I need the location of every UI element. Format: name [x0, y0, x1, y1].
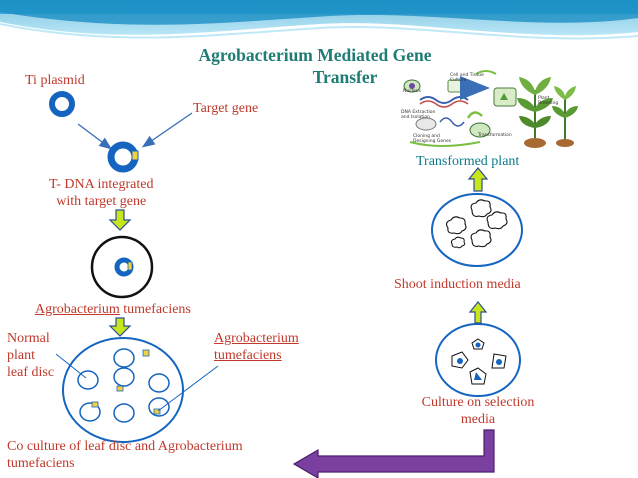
- t-dna-label: T- DNA integrated with target gene: [49, 176, 153, 210]
- ti-plasmid-icon: [49, 91, 75, 117]
- agrobacterium-tumefaciens-label: Agrobacterium tumefaciens: [35, 301, 191, 318]
- transformed-plant-label: Transformed plant: [416, 154, 520, 169]
- pointer-line-agro: [157, 365, 219, 412]
- agrobacterium-cell-icon: [90, 235, 154, 299]
- agrobacterium-plate-label: Agrobacterium tumefaciens: [214, 330, 299, 364]
- agrobacterium-plate-line-2: tumefaciens: [214, 348, 282, 363]
- plant-transformation-inset-icon: [400, 70, 578, 150]
- culture-selection-line-1: Culture on selection: [421, 395, 535, 410]
- co-culture-line-1: Co culture of leaf disc and Agrobacteriu…: [7, 439, 243, 454]
- leaf-disc-plate-icon: [62, 337, 184, 443]
- yellow-arrow-icon: [108, 209, 132, 231]
- culture-selection-line-2: media: [460, 412, 496, 427]
- t-dna-label-line-2: with target gene: [56, 194, 147, 209]
- inset-label-plant-breeding: Plant Breeding: [538, 96, 559, 106]
- inset-label-dna-extraction: DNA Extraction and Isolation: [401, 110, 436, 120]
- shoot-induction-label: Shoot induction media: [394, 277, 521, 292]
- co-culture-line-2: tumefaciens: [7, 456, 75, 471]
- normal-leaf-disc-line-3: leaf disc: [7, 365, 55, 380]
- pointer-line-normal-leaf: [55, 353, 87, 379]
- yellow-arrow-icon: [468, 301, 488, 324]
- header-wave: [0, 0, 638, 40]
- normal-leaf-disc-line-1: Normal: [7, 331, 50, 346]
- diagram-title: Agrobacterium Mediated Gene Transfer: [150, 44, 480, 88]
- inset-label-cloning: Cloning and Designing Genes: [413, 134, 452, 144]
- shoot-induction-plate-icon: [431, 193, 523, 267]
- title-line-1: Agrobacterium Mediated Gene: [198, 45, 432, 65]
- selection-plate-icon: [435, 323, 521, 397]
- purple-arrow-icon: [292, 429, 495, 478]
- ti-plasmid-label: Ti plasmid: [25, 73, 85, 88]
- t-dna-label-line-1: T- DNA integrated: [49, 177, 154, 192]
- normal-leaf-disc-line-2: plant: [7, 348, 35, 363]
- recombinant-plasmid-icon: [107, 141, 139, 173]
- yellow-arrow-icon: [467, 167, 489, 192]
- title-line-2: Transfer: [312, 67, 378, 87]
- target-gene-label: Target gene: [193, 101, 259, 116]
- tumefaciens-word: tumefaciens: [123, 302, 191, 317]
- inset-label-transformation: Transformation: [478, 133, 512, 138]
- normal-leaf-disc-label: Normal plant leaf disc: [7, 330, 54, 381]
- inset-label-cell-tissue: Cell and Tissue Culture: [450, 73, 484, 83]
- agrobacterium-plate-line-1: Agrobacterium: [214, 331, 299, 346]
- co-culture-label: Co culture of leaf disc and Agrobacteriu…: [7, 438, 243, 472]
- yellow-arrow-icon: [108, 317, 132, 337]
- agrobacterium-word: Agrobacterium: [35, 302, 120, 317]
- arrow-ti-to-recombinant: [77, 123, 113, 150]
- culture-selection-label: Culture on selection media: [405, 394, 551, 428]
- inset-label-nucleus: Nucleus: [403, 89, 421, 94]
- arrow-gene-to-recombinant: [141, 112, 193, 148]
